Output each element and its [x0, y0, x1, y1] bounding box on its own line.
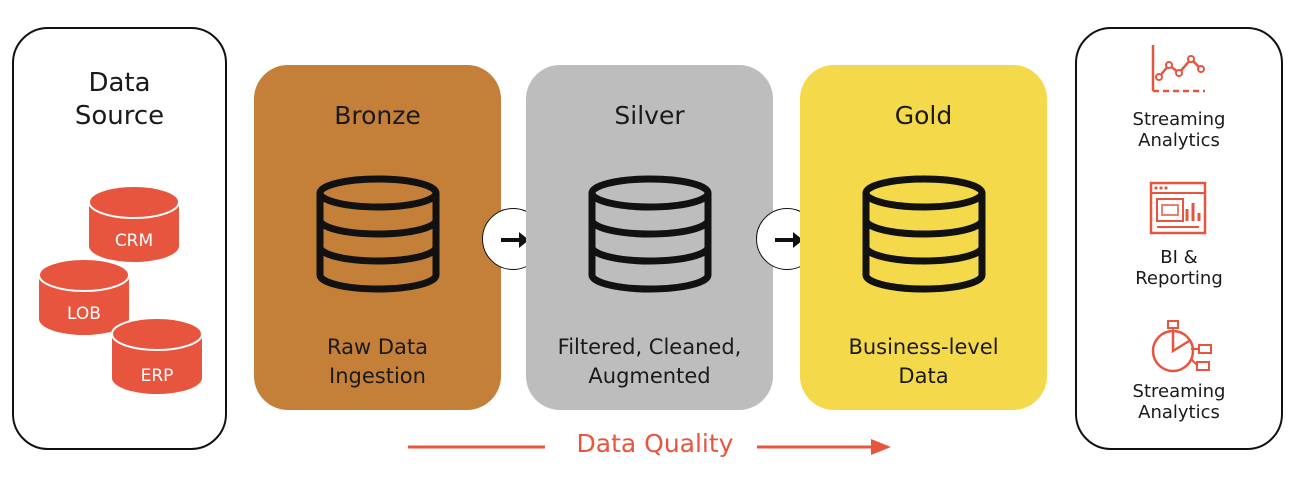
gold-stage: Gold Business-level Data — [800, 65, 1047, 410]
data-quality-label: Data Quality — [576, 429, 734, 458]
output-label-2: BI & Reporting — [1135, 247, 1223, 289]
erp-label: ERP — [140, 366, 174, 386]
database-icon — [585, 175, 715, 299]
data-source-title: Data Source — [74, 68, 165, 131]
gold-title: Gold — [894, 101, 953, 130]
data-source-panel: Data Source CRM LOB ERP — [12, 27, 227, 450]
data-quality-arrow: Data Quality — [405, 425, 895, 469]
lob-database-icon: LOB — [37, 257, 131, 337]
crm-label: CRM — [114, 231, 154, 251]
database-icon — [313, 175, 443, 299]
bronze-title: Bronze — [334, 101, 421, 130]
silver-stage: Silver Filtered, Cleaned, Augmented — [526, 65, 773, 410]
gold-description: Business-level Data — [848, 335, 999, 388]
silver-description: Filtered, Cleaned, Augmented — [557, 335, 742, 388]
database-icon — [859, 175, 989, 299]
output-label-3: Streaming Analytics — [1132, 381, 1226, 423]
bronze-stage: Bronze Raw Data Ingestion — [254, 65, 501, 410]
output-label-1: Streaming Analytics — [1132, 109, 1226, 151]
crm-database-icon: CRM — [87, 184, 181, 264]
line-chart-icon — [1147, 43, 1209, 101]
bronze-description: Raw Data Ingestion — [327, 335, 428, 388]
pie-chart-network-icon — [1147, 319, 1213, 383]
lob-label: LOB — [67, 304, 101, 324]
erp-database-icon: ERP — [110, 316, 204, 396]
outputs-panel: Streaming Analytics BI & Reporting — [1075, 27, 1283, 450]
silver-title: Silver — [614, 101, 685, 130]
dashboard-report-icon — [1147, 179, 1209, 241]
